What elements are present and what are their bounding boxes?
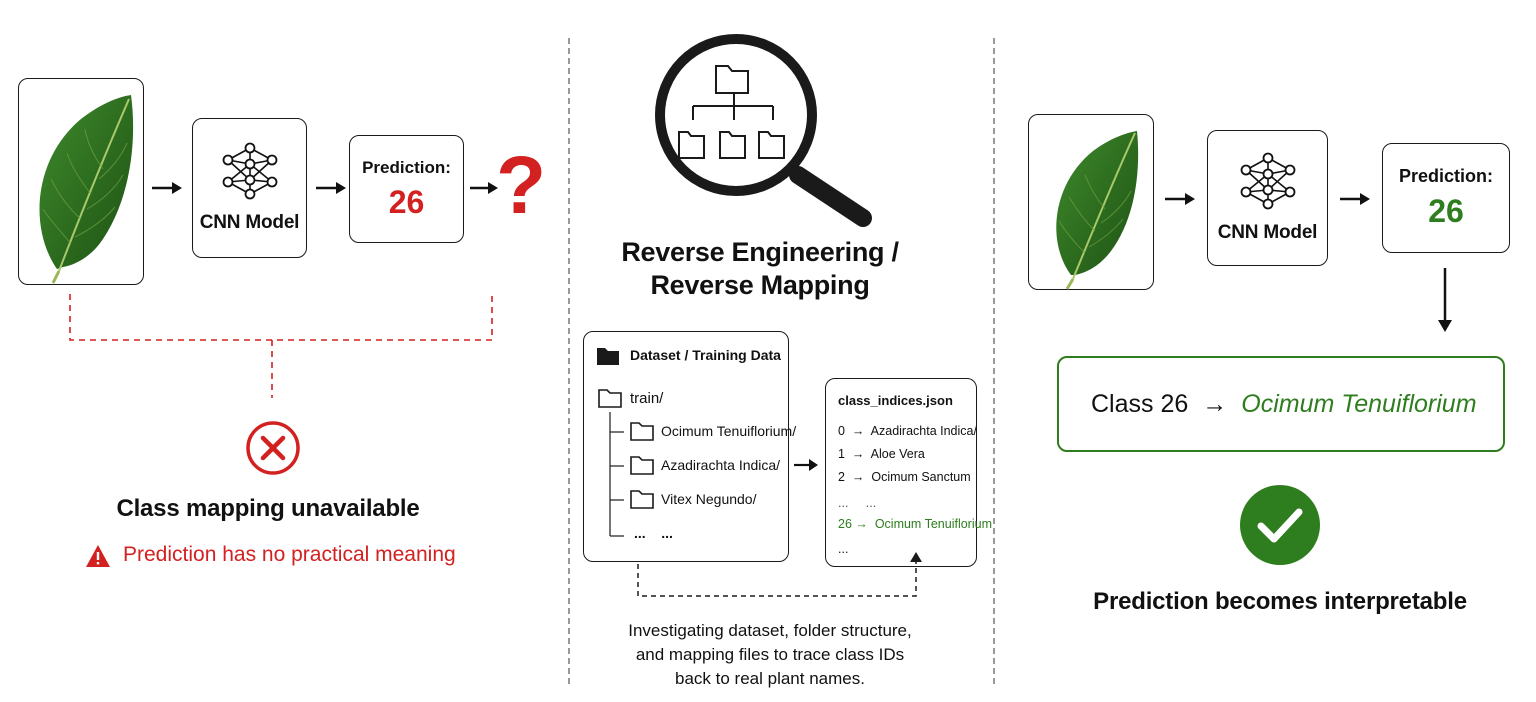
json-line: 1 → Aloe Vera xyxy=(838,447,925,461)
folder-icon xyxy=(630,490,654,509)
mapping-plant-name: Ocimum Tenuiflorium xyxy=(1241,389,1477,418)
train-folder-label: train/ xyxy=(630,390,664,407)
warning-text: Prediction has no practical meaning xyxy=(123,543,456,566)
folder-icon xyxy=(630,422,654,441)
cnn-model-label: CNN Model xyxy=(199,212,300,233)
json-file-title: class_indices.json xyxy=(838,393,953,408)
caption-line-2: and mapping files to trace class IDs xyxy=(635,645,905,664)
divider-right xyxy=(993,38,995,684)
right-arrow-icon xyxy=(470,182,498,194)
right-arrow-icon xyxy=(1165,193,1195,205)
unavailable-title: Class mapping unavailable xyxy=(116,495,420,522)
result-text: Prediction becomes interpretable xyxy=(1093,588,1467,615)
down-arrow-icon xyxy=(1438,268,1452,332)
leaf-image-box xyxy=(18,78,144,285)
folder-item: Vitex Negundo/ xyxy=(661,491,757,507)
json-ellipsis: ... ... xyxy=(838,496,877,510)
missing-link-dashed-connector xyxy=(69,294,493,398)
prediction-box: Prediction: 26 xyxy=(349,135,464,243)
warning-triangle-icon xyxy=(86,545,110,567)
json-highlight-line: 26 → Ocimum Tenuiflorium xyxy=(838,517,992,531)
error-x-icon xyxy=(246,421,300,475)
folder-item: Azadirachta Indica/ xyxy=(661,457,781,473)
caption-line-3: back to real plant names. xyxy=(675,669,865,688)
prediction-label: Prediction: xyxy=(1398,166,1493,186)
caption: Investigating dataset, folder structure,… xyxy=(590,619,950,691)
class-mapping-box: Class 26 → Ocimum Tenuiflorium xyxy=(1057,356,1505,452)
folder-tree-icon xyxy=(678,65,785,159)
mapping-arrow: → xyxy=(1202,389,1228,418)
prediction-value: 26 xyxy=(388,183,425,220)
prediction-value: 26 xyxy=(1428,193,1464,229)
cnn-model-label: CNN Model xyxy=(1217,222,1318,243)
tree-lines xyxy=(609,412,624,537)
magnifier-icon xyxy=(655,34,872,227)
json-line: 2 → Ocimum Sanctum xyxy=(838,470,971,484)
neural-network-icon xyxy=(222,142,277,200)
right-arrow-icon xyxy=(152,182,182,194)
cnn-model-box: CNN Model xyxy=(1207,130,1328,266)
right-arrow-icon xyxy=(316,182,346,194)
folder-icon xyxy=(598,389,622,408)
right-arrow-icon xyxy=(1340,193,1370,205)
json-ellipsis: ... xyxy=(838,542,849,556)
caption-line-1: Investigating dataset, folder structure, xyxy=(628,621,912,640)
lookup-dashed-connector xyxy=(637,552,922,597)
reverse-engineering-heading: Reverse Engineering / Reverse Mapping xyxy=(610,236,910,302)
heading-line-1: Reverse Engineering / xyxy=(621,237,899,267)
mapping-class-label: Class 26 xyxy=(1091,389,1189,418)
check-circle-icon xyxy=(1240,485,1320,565)
dataset-title: Dataset / Training Data xyxy=(630,347,781,363)
leaf-image-box xyxy=(1028,114,1154,290)
tree-ellipsis: ... ... xyxy=(634,525,673,541)
divider-left xyxy=(568,38,570,684)
heading-line-2: Reverse Mapping xyxy=(650,270,870,300)
right-arrow-icon xyxy=(794,459,818,471)
cnn-model-box: CNN Model xyxy=(192,118,307,258)
neural-network-icon xyxy=(1240,152,1295,210)
class-indices-file: class_indices.json 0 → Azadirachta Indic… xyxy=(825,378,992,567)
prediction-box: Prediction: 26 xyxy=(1382,143,1510,253)
leaf-image xyxy=(1056,131,1139,290)
leaf-image xyxy=(39,95,134,284)
prediction-label: Prediction: xyxy=(362,157,451,177)
folder-item: Ocimum Tenuiflorium/ xyxy=(661,423,797,439)
dataset-box: Dataset / Training Data train/ Ocimum Te… xyxy=(583,331,796,562)
folder-icon xyxy=(630,456,654,475)
question-mark-icon: ? xyxy=(496,140,547,231)
folder-icon xyxy=(597,348,619,365)
json-line: 0 → Azadirachta Indica/ xyxy=(838,424,977,438)
